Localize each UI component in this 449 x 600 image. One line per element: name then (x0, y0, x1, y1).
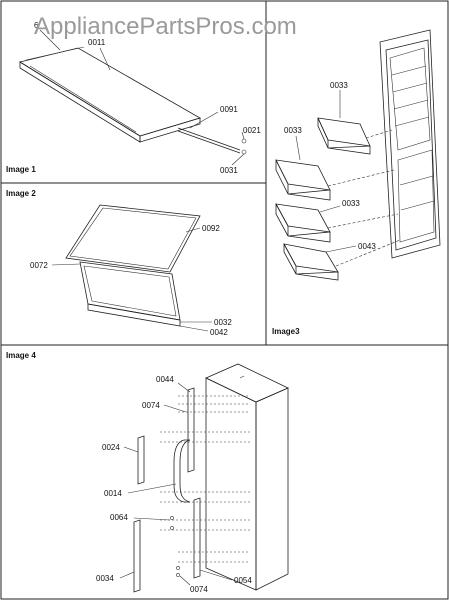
callout-0024: 0024 (102, 443, 120, 452)
trim-strip-0044 (187, 387, 195, 473)
crisper-cover-gasket-0092 (65, 204, 201, 273)
leader-0092 (185, 227, 201, 233)
door-bin-0033-middle (275, 159, 331, 201)
door-panel (205, 363, 289, 591)
hinge-pins (160, 395, 250, 563)
callout-0044: 0044 (156, 375, 174, 384)
callout-0006: 6 (34, 21, 39, 30)
callout-0033-middle: 0033 (284, 126, 302, 135)
image2-caption: Image 2 (6, 189, 36, 198)
leader-0072 (51, 263, 81, 266)
leader-0054 (199, 569, 233, 581)
leader-bin-mid-to-door (327, 169, 395, 187)
leader-0074a (163, 404, 187, 413)
image1-caption: Image 1 (6, 165, 36, 174)
refrigerator-door-liner (379, 29, 441, 259)
image4-caption: Image 4 (6, 351, 36, 360)
callout-0021: 0021 (243, 126, 261, 135)
leader-bin-0043-to-door (335, 239, 401, 267)
handle-trim-0034 (133, 519, 141, 593)
door-bin-0043 (283, 243, 339, 281)
leader-bin-low-to-door (327, 213, 399, 229)
leader-0021 (241, 131, 245, 140)
door-bin-0033-lower (275, 203, 331, 243)
leader-0064 (133, 517, 171, 521)
shelf-glass-0011 (18, 46, 202, 143)
screws (170, 516, 180, 577)
callout-0043: 0043 (358, 242, 376, 251)
leader-0014 (127, 483, 177, 494)
watermark-text: AppliancePartsPros.com (34, 13, 297, 40)
callout-0033-lower: 0033 (342, 199, 360, 208)
image1-panel: 6 0011 0091 0021 0031 Image 1 (6, 21, 261, 175)
handle-trim-0024 (137, 435, 145, 485)
callout-0042: 0042 (210, 328, 228, 337)
callout-0014: 0014 (104, 489, 122, 498)
leader-0042 (179, 325, 209, 332)
leader-0011 (99, 47, 111, 71)
leader-0024 (123, 446, 139, 453)
callout-0074-bottom: 0074 (190, 585, 208, 594)
callout-0091: 0091 (220, 105, 238, 114)
callout-0092: 0092 (202, 224, 220, 233)
leader-0031 (231, 153, 245, 166)
leader-0044 (177, 382, 191, 393)
leader-0074b (179, 575, 191, 586)
callout-0033-top: 0033 (330, 81, 348, 90)
leader-bin-top-to-door (365, 129, 393, 139)
image3-panel: 0033 0033 0033 0043 Image3 (272, 29, 441, 336)
callout-0054: 0054 (234, 576, 252, 585)
callout-0032: 0032 (214, 318, 232, 327)
callout-0064: 0064 (110, 513, 128, 522)
image4-panel: 0044 0074 0024 0014 0064 0034 0074 0054 … (6, 351, 289, 594)
door-handle-0014 (173, 439, 191, 503)
image3-caption: Image3 (272, 327, 300, 336)
leader-0006 (39, 29, 61, 51)
door-bin-0033-top (317, 117, 371, 155)
trim-strip-0054 (193, 497, 201, 579)
leader-0033c (319, 205, 341, 213)
callout-0034: 0034 (96, 574, 114, 583)
callout-0074-top: 0074 (142, 401, 160, 410)
shelf-frame-0091 (177, 127, 247, 155)
leader-0033b (295, 135, 301, 161)
image2-panel: 0092 0072 0032 0042 Image 2 (6, 189, 232, 337)
callout-0011: 0011 (88, 38, 106, 47)
callout-0072: 0072 (30, 261, 48, 270)
leader-0034 (119, 571, 135, 579)
callout-0031: 0031 (220, 166, 238, 175)
leader-0043 (325, 245, 357, 253)
leader-0091 (189, 111, 219, 129)
